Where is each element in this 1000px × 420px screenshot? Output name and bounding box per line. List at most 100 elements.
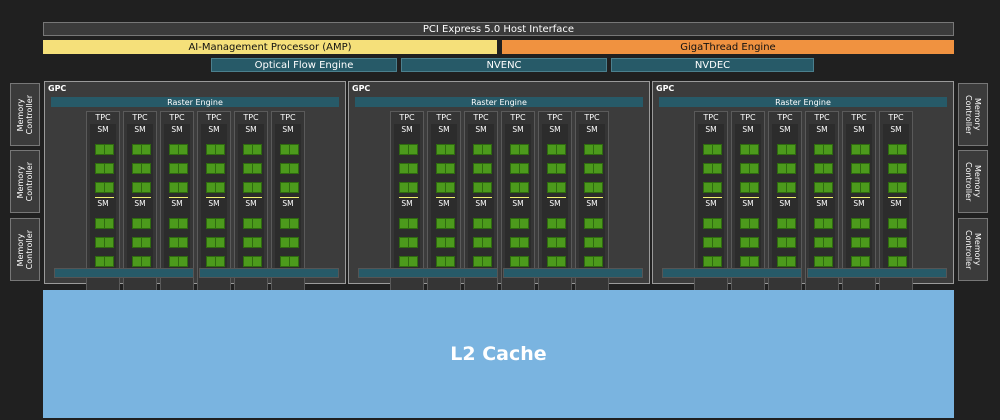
sm-label: SM <box>245 125 257 134</box>
sm-core-block <box>243 182 262 193</box>
sm-core-block <box>169 237 188 248</box>
sm-core-block <box>206 163 225 174</box>
sm: SM <box>201 124 227 204</box>
sm-core-block <box>206 182 225 193</box>
sm-core-block <box>547 237 566 248</box>
memory-controller: Memory Controller <box>10 150 40 213</box>
sm: SM <box>772 124 798 204</box>
sm-core-block <box>703 163 722 174</box>
memory-controller: Memory Controller <box>10 218 40 281</box>
sm-core-block <box>243 256 262 267</box>
sm-core-block <box>740 218 759 229</box>
sm-core-block <box>132 237 151 248</box>
sm-core-block <box>132 256 151 267</box>
sm-label: SM <box>705 125 717 134</box>
sm-core-block <box>132 218 151 229</box>
sm-core-block <box>777 182 796 193</box>
sm-core-block <box>740 182 759 193</box>
polymorph-engine-bar <box>662 268 802 278</box>
sm-core-block <box>473 163 492 174</box>
sm: SM <box>394 198 420 278</box>
sm-label: SM <box>171 199 183 208</box>
sm-label: SM <box>438 125 450 134</box>
sm-label: SM <box>97 199 109 208</box>
tpc-label: TPC <box>703 113 719 122</box>
sm-core-block <box>888 218 907 229</box>
memory-controller: Memory Controller <box>958 83 988 146</box>
gpc-label: GPC <box>352 84 371 93</box>
sm-core-block <box>547 256 566 267</box>
sm-label: SM <box>586 199 598 208</box>
sm-label: SM <box>475 125 487 134</box>
sm-core-block <box>132 182 151 193</box>
sm: SM <box>735 198 761 278</box>
sm-label: SM <box>816 125 828 134</box>
sm-core-block <box>851 144 870 155</box>
sm-core-block <box>95 163 114 174</box>
sm: SM <box>883 124 909 204</box>
memory-controller-label: Memory Controller <box>16 161 34 202</box>
sm-core-block <box>169 144 188 155</box>
sm-core-block <box>280 163 299 174</box>
polymorph-engine-bar <box>503 268 643 278</box>
sm: SM <box>127 124 153 204</box>
polymorph-engine-bar <box>54 268 194 278</box>
sm-core-block <box>132 144 151 155</box>
sm-core-block <box>399 237 418 248</box>
sm-label: SM <box>134 199 146 208</box>
sm-core-block <box>436 163 455 174</box>
sm: SM <box>846 198 872 278</box>
sm: SM <box>90 124 116 204</box>
sm-core-block <box>169 182 188 193</box>
tpc-label: TPC <box>777 113 793 122</box>
sm-core-block <box>703 218 722 229</box>
sm-core-block <box>547 163 566 174</box>
sm-core-block <box>814 218 833 229</box>
sm: SM <box>846 124 872 204</box>
sm-core-block <box>280 144 299 155</box>
sm-label: SM <box>779 199 791 208</box>
sm-core-block <box>280 182 299 193</box>
sm: SM <box>394 124 420 204</box>
memory-controller: Memory Controller <box>958 150 988 213</box>
sm: SM <box>505 198 531 278</box>
sm-core-block <box>243 163 262 174</box>
sm-core-block <box>888 182 907 193</box>
sm-core-block <box>547 218 566 229</box>
sm-core-block <box>436 256 455 267</box>
sm-core-block <box>703 144 722 155</box>
sm-core-block <box>399 182 418 193</box>
sm-core-block <box>584 163 603 174</box>
sm-label: SM <box>512 125 524 134</box>
sm-core-block <box>703 237 722 248</box>
tpc-label: TPC <box>399 113 415 122</box>
sm-label: SM <box>97 125 109 134</box>
ai-management-processor: AI-Management Processor (AMP) <box>43 40 497 54</box>
sm-label: SM <box>401 125 413 134</box>
sm-core-block <box>95 182 114 193</box>
sm-label: SM <box>586 125 598 134</box>
sm-label: SM <box>853 125 865 134</box>
sm-core-block <box>206 237 225 248</box>
sm-core-block <box>703 182 722 193</box>
sm-label: SM <box>475 199 487 208</box>
sm-label: SM <box>512 199 524 208</box>
sm-core-block <box>777 144 796 155</box>
sm-label: SM <box>890 125 902 134</box>
sm-label: SM <box>282 125 294 134</box>
sm-label: SM <box>438 199 450 208</box>
sm-core-block <box>888 163 907 174</box>
sm: SM <box>238 198 264 278</box>
sm: SM <box>735 124 761 204</box>
sm: SM <box>201 198 227 278</box>
tpc-label: TPC <box>280 113 296 122</box>
sm-core-block <box>740 256 759 267</box>
sm: SM <box>579 124 605 204</box>
tpc-label: TPC <box>851 113 867 122</box>
sm: SM <box>542 198 568 278</box>
sm-core-block <box>510 218 529 229</box>
raster-engine: Raster Engine <box>355 97 643 107</box>
